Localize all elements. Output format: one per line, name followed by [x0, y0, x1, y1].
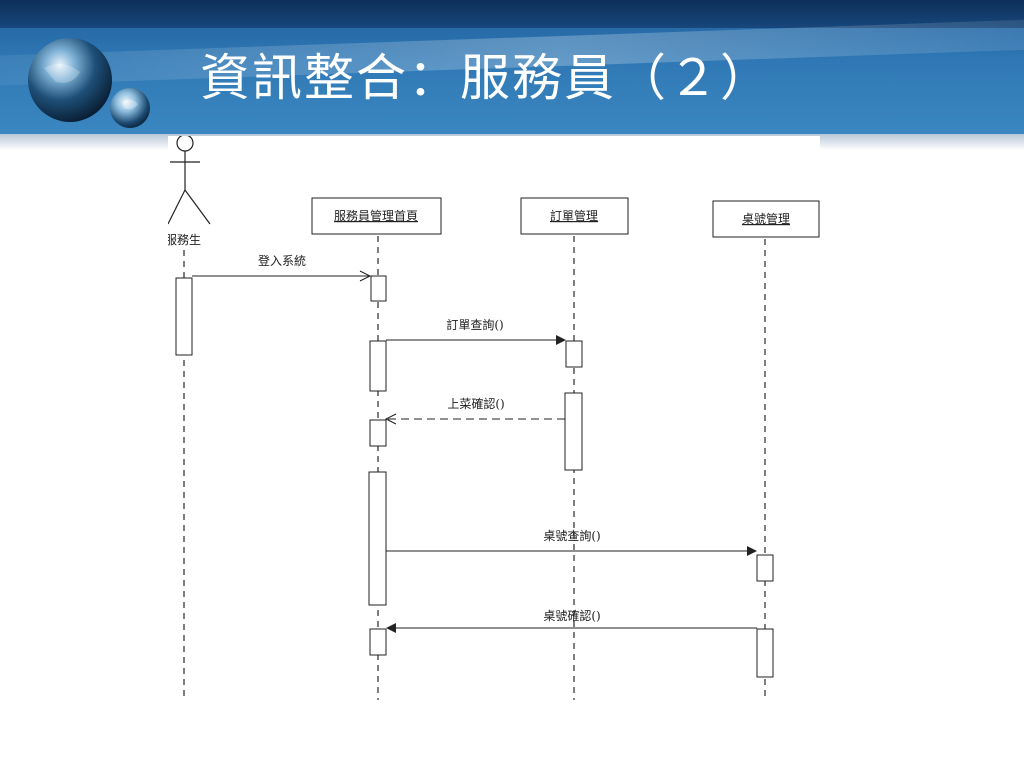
activation-order-1 — [565, 340, 583, 368]
actor-stick-figure-icon — [168, 136, 211, 225]
header-top-bar — [0, 0, 1024, 28]
message-label-login: 登入系統 — [258, 253, 306, 268]
object-label-order: 訂單管理 — [550, 208, 598, 223]
sequence-diagram: 服務生 服務員管理首頁 訂單管理 桌號管理 — [168, 136, 820, 702]
slide-header — [0, 0, 1024, 135]
actor-label: 服務生 — [168, 233, 201, 247]
activation-home-4 — [368, 471, 387, 606]
message-table-query: 桌號查詢() — [386, 528, 757, 556]
activation-table-1 — [756, 554, 774, 582]
message-login: 登入系統 — [192, 253, 372, 282]
message-label-table-confirm: 桌號確認() — [543, 608, 600, 623]
message-order-query: 訂單查詢() — [386, 317, 566, 345]
activation-actor-1 — [175, 277, 193, 356]
activation-home-5 — [369, 628, 387, 656]
activation-table-2 — [756, 628, 774, 678]
object-label-home: 服務員管理首頁 — [334, 208, 418, 223]
object-label-table: 桌號管理 — [742, 211, 790, 226]
message-label-table-query: 桌號查詢() — [543, 528, 600, 543]
activation-home-3 — [369, 419, 387, 447]
object-box-home: 服務員管理首頁 — [311, 197, 442, 235]
activation-home-2 — [369, 340, 387, 392]
message-label-order-query: 訂單查詢() — [446, 317, 503, 332]
message-label-serve-confirm: 上菜確認() — [447, 396, 504, 411]
globe-logo-icon — [28, 38, 150, 128]
activation-home-1 — [370, 275, 387, 302]
message-serve-confirm: 上菜確認() — [384, 396, 565, 425]
object-box-table: 桌號管理 — [712, 200, 820, 238]
slide-title: 資訊整合：服務員（２） — [200, 49, 772, 107]
message-table-confirm: 桌號確認() — [386, 608, 757, 633]
object-box-order: 訂單管理 — [520, 197, 629, 235]
activation-order-2 — [564, 392, 583, 471]
